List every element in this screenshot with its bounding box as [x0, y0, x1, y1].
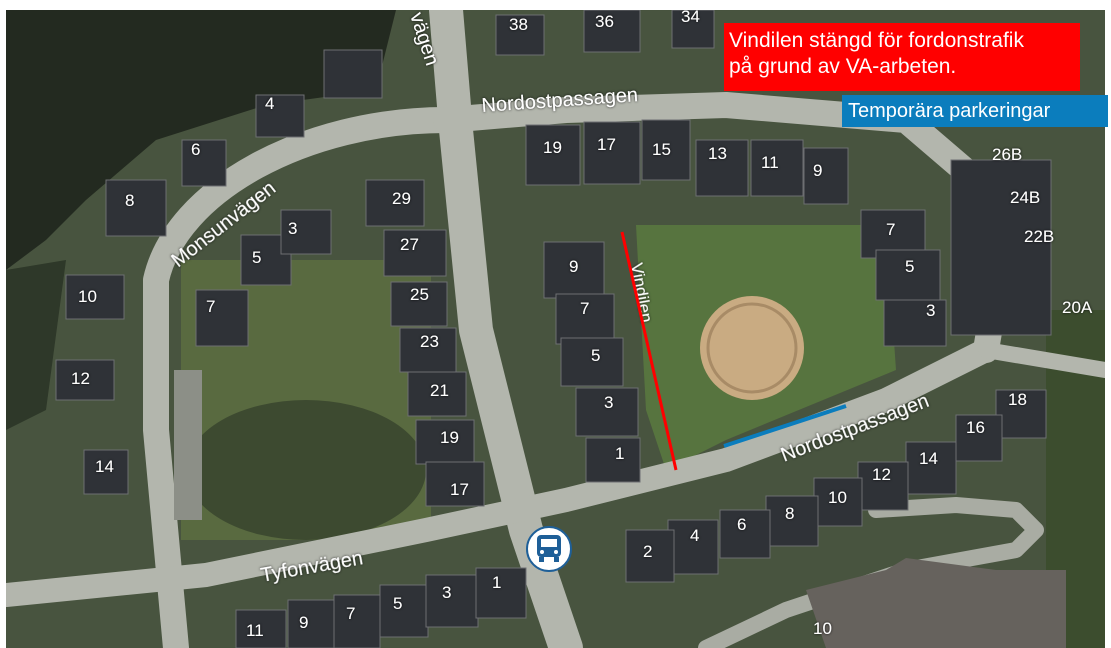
house-number: 9 [299, 613, 308, 632]
temporary-parking-line [723, 404, 847, 448]
house-number: 29 [392, 189, 411, 208]
house-number: 14 [919, 449, 938, 468]
house-number: 7 [886, 220, 895, 239]
house-number: 19 [543, 138, 562, 157]
closure-notice-line-1: Vindilen stängd för fordonstrafik [729, 29, 1024, 52]
house-number: 25 [410, 285, 429, 304]
house-number: 7 [206, 297, 215, 316]
forest-area [6, 10, 396, 270]
house-number: 22B [1024, 227, 1054, 246]
playground [700, 296, 804, 400]
house-number: 13 [708, 144, 727, 163]
house-number: 10 [828, 488, 847, 507]
bus-stop[interactable] [526, 526, 572, 572]
house-number: 3 [442, 583, 451, 602]
house-number: 27 [400, 235, 419, 254]
house-number: 7 [346, 604, 355, 623]
house-number: 17 [450, 480, 469, 499]
house-number: 1 [615, 444, 624, 463]
house-number: 1 [492, 573, 501, 592]
road-closure-line [620, 231, 678, 471]
house-number: 17 [597, 135, 616, 154]
house-number: 16 [966, 418, 985, 437]
house-number: 10 [813, 619, 832, 638]
house-number: 18 [1008, 390, 1027, 409]
house-number: 9 [813, 161, 822, 180]
house-number: 26B [992, 145, 1022, 164]
house-number: 3 [926, 301, 935, 320]
closure-notice-line-2: på grund av VA-arbeten. [729, 55, 957, 78]
house-number: 19 [440, 428, 459, 447]
house-number: 20A [1062, 298, 1093, 317]
house-number: 8 [785, 504, 794, 523]
house-number: 6 [737, 515, 746, 534]
house-number: 15 [652, 140, 671, 159]
house-number: 10 [78, 287, 97, 306]
house-number: 21 [430, 381, 449, 400]
house-number: 12 [71, 369, 90, 388]
house-number: 11 [246, 621, 264, 640]
house-number: 9 [569, 257, 578, 276]
house-number: 38 [509, 15, 528, 34]
house-number: 5 [252, 248, 261, 267]
house-number: 5 [591, 346, 600, 365]
house-number: 12 [872, 465, 891, 484]
house-number: 7 [580, 299, 589, 318]
house-number: 5 [905, 257, 914, 276]
house-number: 4 [690, 526, 699, 545]
bus-icon [537, 535, 561, 562]
house-number: 3 [604, 393, 613, 412]
house-number: 5 [393, 594, 402, 613]
house-number: 14 [95, 457, 114, 476]
house-number: 24B [1010, 188, 1040, 207]
house-number: 34 [681, 10, 700, 26]
house-number: 8 [125, 191, 134, 210]
house-number: 2 [643, 542, 652, 561]
house-number: 4 [265, 94, 274, 113]
house-number: 23 [420, 332, 439, 351]
house-number: 6 [191, 140, 200, 159]
road-closure-notice: Vindilen stängd för fordonstrafik på gru… [724, 23, 1080, 91]
temporary-parking-legend: Temporära parkeringar [842, 95, 1108, 127]
house-number: 36 [595, 12, 614, 31]
house-number: 11 [761, 153, 779, 172]
house-number: 3 [288, 219, 297, 238]
large-building [806, 558, 1066, 648]
houses [55, 10, 1052, 648]
